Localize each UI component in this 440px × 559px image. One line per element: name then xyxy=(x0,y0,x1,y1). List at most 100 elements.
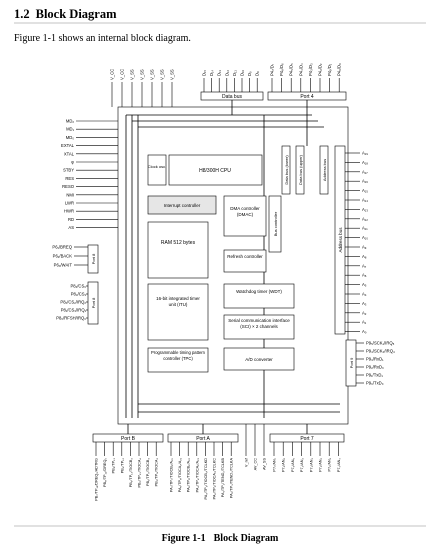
port9-box xyxy=(345,339,357,387)
cpu-block xyxy=(168,154,263,186)
dmac-label: DMA controller (DMAC) xyxy=(230,206,260,217)
left-pin-label: HWR xyxy=(64,209,74,214)
address-pin-label: A₁₉ xyxy=(362,151,368,156)
top-data-pin-label: D₁₂ xyxy=(224,70,229,76)
top-data-pin-label: D₉ xyxy=(247,71,252,76)
address-bus-right xyxy=(334,145,346,335)
top-power-pin-label: V_SS xyxy=(160,69,165,80)
address-pin-label: A₁₈ xyxy=(362,160,368,165)
top-power-pin-label: V_CC xyxy=(110,69,115,80)
left-pin-label: MD₁ xyxy=(66,127,75,132)
port9-label: Port 9 xyxy=(349,357,354,368)
pin-lines xyxy=(74,78,364,456)
port7-pin-label: P7₂/AN₂ xyxy=(319,457,323,471)
top-power-pin-label: V_SS xyxy=(140,69,145,80)
tpc-label: Programmable timing pattern controller (… xyxy=(151,350,205,361)
top-data-pin-label: D₁₁ xyxy=(232,70,237,76)
port8-pin-label: P8₀/RFSH/IRQ₀ xyxy=(56,316,86,321)
data-bus-top-label: Data bus xyxy=(222,94,243,100)
top-power-pin-label: V_SS xyxy=(170,69,175,80)
address-bus-right-label: Address bus xyxy=(338,227,343,253)
refresh-label-wrap: Refresh controller xyxy=(227,254,263,259)
portA-pin-label: PA₇/TP₇/TIOCB₂/A₂₀ xyxy=(170,458,174,492)
address-pin-label: A₅ xyxy=(362,282,367,287)
portA-pin-label: PA₀/TP₀/TEND₀/TCLKA xyxy=(230,458,234,499)
left-pin-label: φ xyxy=(71,160,74,165)
port4-label: Port 4 xyxy=(300,94,314,100)
itu-block xyxy=(147,283,209,341)
dmac-label-wrap: DMA controller (DMAC) xyxy=(230,206,260,217)
port7-pin-label: P7₆/AN₆ xyxy=(282,458,286,473)
tpc-label-wrap: Programmable timing pattern controller (… xyxy=(151,350,205,361)
portA-pin-label: PA₅/TP₅/TIOCB₁/A₂₂ xyxy=(187,457,191,492)
data-bus-upper xyxy=(295,145,305,195)
sci-block xyxy=(223,314,295,340)
port7-pin-label: P7₇/AN₇ xyxy=(273,457,277,471)
port9-pin-label: P9₄/SCK₀/IRQ₄ xyxy=(366,349,395,354)
portA-pin-label: PA₁/TP₁/TEND₁/TCLKB xyxy=(221,458,225,498)
portB-pin-label: PB₆/TP₁₄/DREQ₀ xyxy=(103,458,107,487)
vref-pin-label: AV_SS xyxy=(263,458,267,470)
portA-pin-label: PA₆/TP₆/TIOCA₂/A₂₁ xyxy=(178,457,182,492)
address-pin-label: A₁₄ xyxy=(362,198,368,203)
bus-controller xyxy=(268,195,282,253)
sci-label-wrap: Serial communication interface (SCI) × 2… xyxy=(228,318,290,329)
tpc-block xyxy=(147,347,209,373)
address-pin-label: A₁₆ xyxy=(362,179,368,184)
cpu-label: H8/300H CPU xyxy=(199,168,231,174)
left-pin-label: LWR xyxy=(65,201,74,206)
data-bus-lower-label: Data bus (lower) xyxy=(284,155,289,185)
data-bus-upper-label: Data bus (upper) xyxy=(298,154,303,185)
itu-label: 16-bit integrated timer unit (ITU) xyxy=(156,296,200,307)
address-pin-label: A₇ xyxy=(362,263,367,268)
top-data-pin-label: D₁₀ xyxy=(240,70,245,76)
watchdog-label-wrap: Watchdog timer (WDT) xyxy=(236,289,282,294)
address-pin-label: A₁₇ xyxy=(362,169,368,174)
address-pin-label: A₁ xyxy=(362,320,367,325)
address-pin-label: A₁₅ xyxy=(362,188,368,193)
ram-block xyxy=(147,221,209,279)
ram-label-wrap: RAM 512 bytes xyxy=(161,240,195,246)
port7-pin-label: P7₄/AN₄ xyxy=(300,458,304,473)
top-power-pin-label: V_CC xyxy=(120,69,125,80)
portB-pin-label: PB₇/TP₁₅/DREQ₁/ADTRG xyxy=(95,458,99,501)
address-pin-label: A₄ xyxy=(362,292,367,297)
top-port4-pin-label: P4₄/D₄ xyxy=(298,63,303,76)
left-pin-label: XTAL xyxy=(64,151,75,156)
top-data-pin-label: D₁₅ xyxy=(202,70,207,76)
adc-block xyxy=(223,347,295,371)
top-port4-pin-label: P4₅/D₅ xyxy=(289,63,294,76)
portB-pin-label: PB₁/TP₉/TIOCB₃ xyxy=(146,458,150,486)
portB-pin-label: PB₀/TP₈/TIOCA₃ xyxy=(155,458,159,487)
refresh-label: Refresh controller xyxy=(227,254,263,259)
port7-pin-label: P7₁/AN₁ xyxy=(328,457,332,471)
left-pin-label: EXTAL xyxy=(61,143,75,148)
port8-pin-label: P8₄/CS₀ xyxy=(70,284,86,289)
port8-pin-label: P8₂/CS₂/IRQ₂ xyxy=(60,300,86,305)
watchdog-timer-block xyxy=(223,283,295,309)
watchdog-label: Watchdog timer (WDT) xyxy=(236,289,282,294)
top-port4-pin-label: P4₀/D₀ xyxy=(337,63,342,76)
address-pin-label: A₀ xyxy=(362,329,367,334)
portA-label: Port A xyxy=(196,436,210,442)
refresh-controller-block xyxy=(223,249,267,273)
bus-controller-label: Bus controller xyxy=(273,211,278,236)
address-pin-label: A₃ xyxy=(362,301,367,306)
left-pin-label: AS xyxy=(68,225,74,230)
section-title: Block Diagram xyxy=(35,7,117,21)
top-data-pin-label: D₈ xyxy=(255,71,260,76)
portA-pin-label: PA₂/TP₂/TIOCA₀/TCLKC xyxy=(213,458,217,500)
top-data-pin-label: D₁₄ xyxy=(209,70,214,76)
address-pin-label: A₁₂ xyxy=(362,216,368,221)
data-bus-lower xyxy=(281,145,291,195)
port7-pin-label: P7₅/AN₅ xyxy=(291,458,295,473)
adc-label: A/D converter xyxy=(245,357,273,362)
top-power-pin-label: V_SS xyxy=(130,69,135,80)
port8-upper-box xyxy=(87,244,99,274)
vref-pin-label: V_ref xyxy=(245,457,249,467)
address-pin-label: A₉ xyxy=(362,245,367,250)
interrupt-controller-block xyxy=(147,195,217,215)
port6-pin-label: P6₀/WAIT xyxy=(54,263,73,268)
